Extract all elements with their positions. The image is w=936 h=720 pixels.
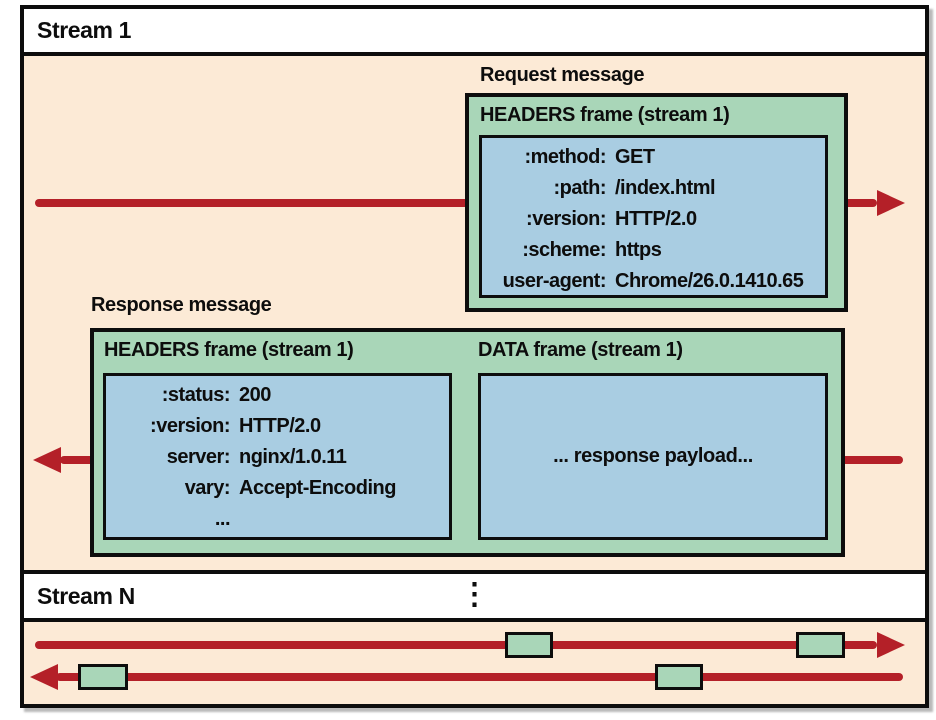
header-key: server:	[166, 446, 231, 468]
response-message-label: Response message	[91, 294, 272, 316]
streamN-label: Stream N	[37, 582, 135, 609]
header-key: :method:	[524, 146, 606, 168]
stream1-bar: Stream 1	[24, 9, 925, 56]
header-row: :scheme: https	[482, 235, 825, 266]
stream1-lane: Request message HEADERS frame (stream 1)…	[24, 56, 925, 574]
frame-chip	[655, 664, 703, 690]
vertical-ellipsis-icon: ⋮	[459, 577, 490, 611]
request-headers-box: :method: GET :path: /index.html :version…	[479, 135, 828, 298]
header-row: user-agent: Chrome/26.0.1410.65	[482, 266, 825, 297]
header-value: nginx/1.0.11	[239, 446, 347, 468]
header-key: vary:	[184, 477, 231, 499]
response-frames-container: HEADERS frame (stream 1) DATA frame (str…	[90, 328, 845, 557]
header-row: server: nginx/1.0.11	[106, 442, 449, 473]
header-row: :method: GET	[482, 142, 825, 173]
streamN-lane	[24, 622, 925, 704]
request-message-label: Request message	[480, 64, 645, 86]
streamN-response-arrow-line	[56, 673, 903, 681]
header-key: user-agent:	[502, 270, 607, 292]
header-value: Accept-Encoding	[239, 477, 396, 499]
header-row: :version: HTTP/2.0	[106, 411, 449, 442]
response-data-frame-title: DATA frame (stream 1)	[478, 339, 683, 361]
request-headers-frame-title: HEADERS frame (stream 1)	[480, 104, 730, 126]
response-payload-text: ... response payload...	[553, 445, 753, 467]
streamN-response-arrow-head-icon	[30, 664, 58, 690]
header-key: :scheme:	[522, 239, 606, 261]
header-value: HTTP/2.0	[615, 208, 697, 230]
response-data-box: ... response payload...	[478, 373, 828, 540]
header-value: Chrome/26.0.1410.65	[615, 270, 804, 292]
header-value: HTTP/2.0	[239, 415, 321, 437]
request-arrow-head-icon	[877, 190, 905, 216]
header-key: :version:	[526, 208, 606, 230]
connection-frame: Stream 1 Request message HEADERS frame (…	[20, 5, 929, 708]
header-value: https	[615, 239, 662, 261]
streamN-request-arrow-line	[35, 641, 877, 649]
header-value: GET	[615, 146, 655, 168]
header-row: :path: /index.html	[482, 173, 825, 204]
response-headers-box: :status: 200 :version: HTTP/2.0 server: …	[103, 373, 452, 540]
frame-chip	[796, 632, 845, 658]
request-arrow-line	[35, 199, 877, 207]
request-headers-frame: HEADERS frame (stream 1) :method: GET :p…	[465, 93, 848, 312]
header-key: :version:	[150, 415, 230, 437]
header-key: ...	[214, 508, 231, 530]
header-row: ...	[106, 504, 449, 535]
response-arrow-head-icon	[33, 447, 61, 473]
header-value: /index.html	[615, 177, 716, 199]
header-value	[239, 504, 449, 535]
response-headers-frame-title: HEADERS frame (stream 1)	[104, 339, 354, 361]
header-row: vary: Accept-Encoding	[106, 473, 449, 504]
header-value: 200	[239, 384, 271, 406]
frame-chip	[78, 664, 128, 690]
streamN-request-arrow-head-icon	[877, 632, 905, 658]
header-row: :status: 200	[106, 380, 449, 411]
header-key: :status:	[161, 384, 231, 406]
header-row: :version: HTTP/2.0	[482, 204, 825, 235]
frame-chip	[505, 632, 553, 658]
header-key: :path:	[553, 177, 606, 199]
streamN-bar: Stream N ⋮	[24, 574, 925, 622]
stream1-label: Stream 1	[37, 17, 131, 43]
